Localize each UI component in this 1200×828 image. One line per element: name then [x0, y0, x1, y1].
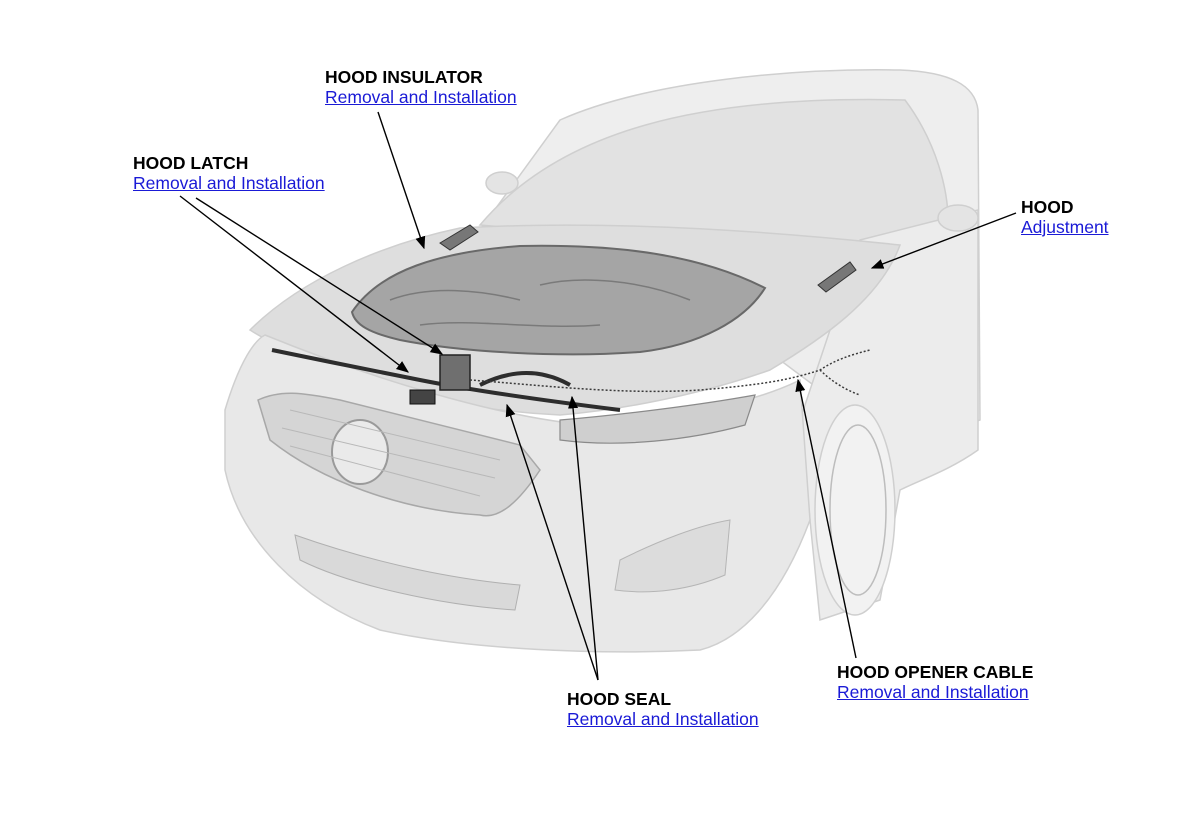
callout-hood-insulator: HOOD INSULATOR Removal and Installation: [325, 67, 517, 107]
hood-adjustment-link[interactable]: Adjustment: [1021, 217, 1109, 237]
leader-lines: [179, 111, 1017, 681]
callout-hood-opener-cable: HOOD OPENER CABLE Removal and Installati…: [837, 662, 1033, 702]
fog-light: [614, 519, 731, 593]
right-mirror: [937, 204, 979, 232]
right-hood-hinge: [817, 261, 857, 293]
hood-seal-part-2: [479, 371, 571, 387]
emblem: [331, 419, 389, 485]
leader-insulator: [377, 111, 426, 250]
leader-latch-b: [195, 197, 444, 355]
hood-opener-cable-title: HOOD OPENER CABLE: [837, 662, 1034, 682]
hood-latch-part: [439, 354, 471, 391]
leader-cable: [795, 378, 857, 659]
wheel-rim: [829, 424, 887, 596]
left-hood-hinge: [439, 224, 479, 251]
left-mirror: [485, 171, 519, 195]
hood-seal-title: HOOD SEAL: [567, 689, 672, 709]
hood-latch-title: HOOD LATCH: [133, 153, 249, 173]
hood-insulator-part: [350, 244, 767, 356]
callout-hood-latch: HOOD LATCH Removal and Installation: [133, 153, 325, 193]
hood-title: HOOD: [1021, 197, 1074, 217]
hood-insulator-link[interactable]: Removal and Installation: [325, 87, 517, 107]
front-wheel: [814, 404, 896, 616]
leader-latch-a: [179, 195, 409, 373]
latch-release-handle: [409, 389, 436, 405]
front-grille: [257, 392, 541, 517]
hood-latch-link[interactable]: Removal and Installation: [133, 173, 325, 193]
leader-hood: [870, 212, 1017, 269]
callout-hood: HOOD Adjustment: [1021, 197, 1109, 237]
headlight: [559, 394, 756, 444]
hood-insulator-title: HOOD INSULATOR: [325, 67, 483, 87]
leader-seal-b: [568, 395, 599, 681]
leader-seal-a: [505, 403, 599, 681]
lower-grille: [294, 534, 521, 611]
hood-seal-part: [271, 348, 621, 412]
callout-hood-seal: HOOD SEAL Removal and Installation: [567, 689, 759, 729]
hood-seal-link[interactable]: Removal and Installation: [567, 709, 759, 729]
hood-opener-cable-link[interactable]: Removal and Installation: [837, 682, 1029, 702]
hood-opener-cable-part: [469, 349, 871, 396]
